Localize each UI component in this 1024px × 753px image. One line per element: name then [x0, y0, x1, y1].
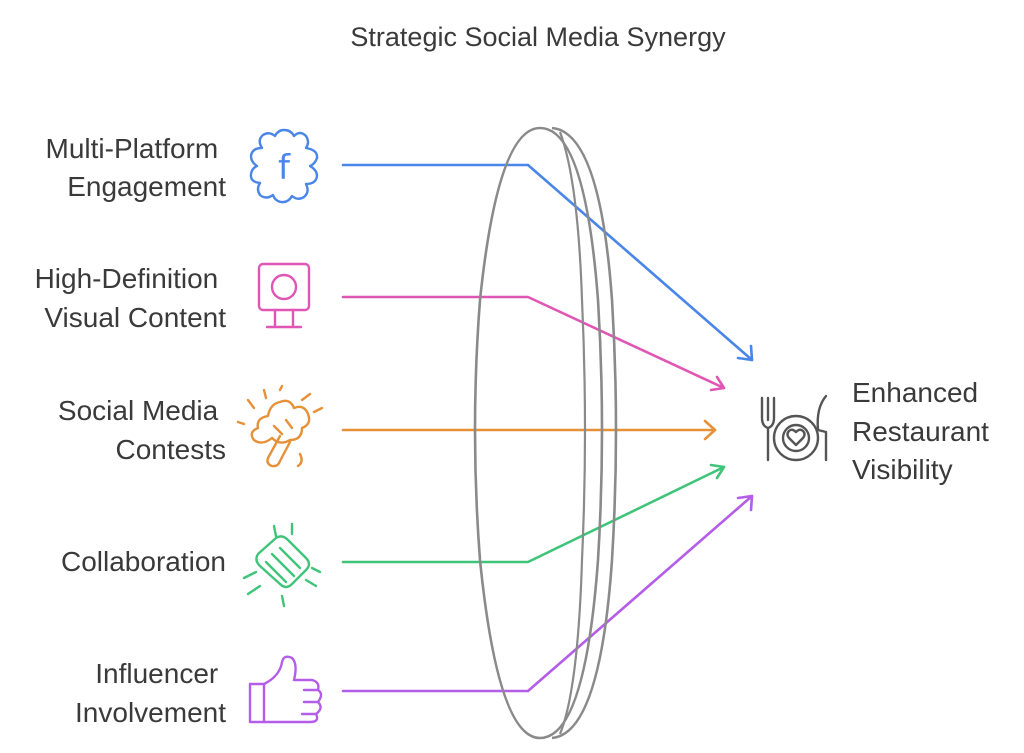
arrowhead-multi-platform — [736, 344, 754, 362]
lens-front-rim — [539, 126, 604, 740]
label-contests: Social Media Contests — [58, 395, 226, 465]
label-high-definition: High-Definition Visual Content — [35, 263, 227, 333]
arrowhead-high-definition — [709, 375, 726, 392]
facebook-badge-icon: f — [249, 128, 319, 204]
restaurant-plate-icon — [760, 394, 828, 462]
label-influencer: Influencer Involvement — [75, 658, 226, 728]
label-collaboration: Collaboration — [61, 546, 226, 577]
flow-line-collaboration — [341, 465, 726, 564]
flow-line-high-definition — [341, 295, 726, 390]
flow-line-influencer — [341, 494, 754, 693]
convergence-lens — [473, 126, 618, 740]
output-label: Enhanced Restaurant Visibility — [852, 377, 997, 485]
thumbs-up-icon — [248, 655, 323, 724]
lens-edge-rim — [551, 126, 618, 740]
lens-inner-rim — [558, 131, 587, 735]
arrowhead-contests — [703, 419, 717, 441]
input-icons: f — [236, 128, 324, 724]
facebook-letter: f — [278, 148, 291, 188]
arrowhead-collaboration — [709, 463, 726, 480]
monitor-camera-icon — [257, 262, 311, 329]
label-multi-platform: Multi-Platform Engagement — [46, 133, 227, 202]
flow-line-multi-platform — [341, 163, 754, 362]
handshake-icon — [242, 522, 322, 608]
input-labels: Multi-Platform Engagement High-Definitio… — [35, 133, 227, 728]
arrowhead-influencer — [736, 494, 754, 512]
diagram-title: Strategic Social Media Synergy — [350, 22, 726, 52]
flow-lines — [341, 163, 754, 693]
party-popper-icon — [236, 384, 324, 468]
lens-back-rim — [473, 126, 541, 740]
